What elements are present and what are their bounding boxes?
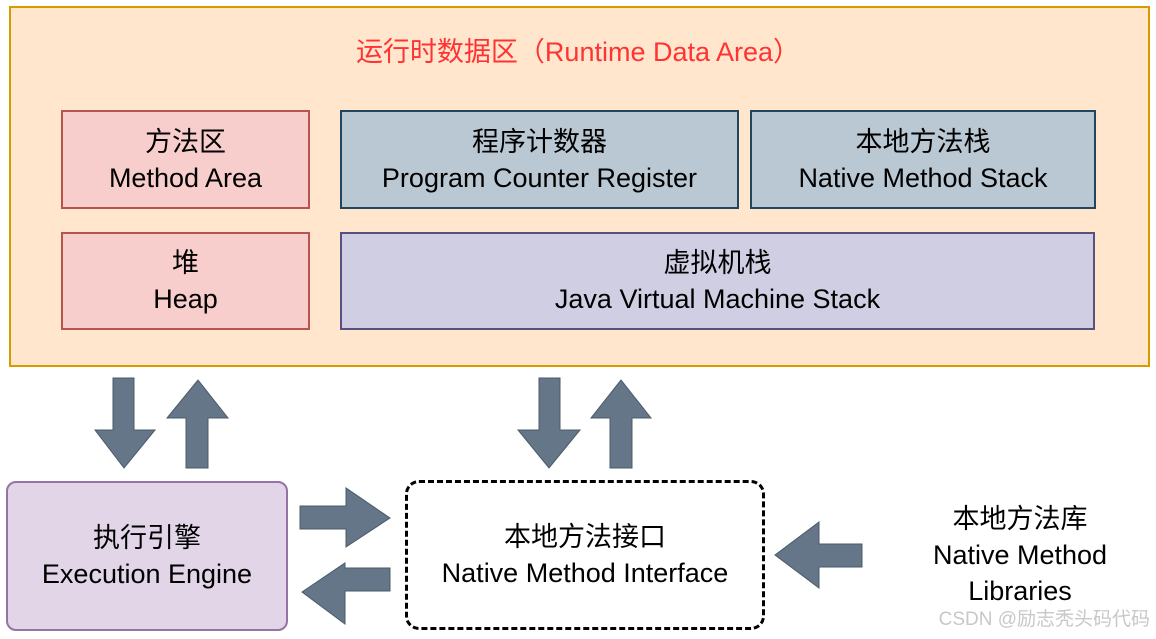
native-libraries-en2: Libraries bbox=[968, 576, 1072, 606]
arrow-up-icon bbox=[165, 379, 230, 469]
native-method-stack-en: Native Method Stack bbox=[798, 162, 1048, 193]
method-area-box: 方法区 Method Area bbox=[61, 110, 310, 209]
native-interface-cn: 本地方法接口 bbox=[504, 522, 666, 552]
native-method-libraries: 本地方法库 Native Method Libraries bbox=[900, 500, 1140, 610]
runtime-data-area-title: 运行时数据区（Runtime Data Area） bbox=[355, 37, 801, 67]
arrow-up-icon bbox=[589, 379, 653, 469]
execution-engine-box: 执行引擎 Execution Engine bbox=[6, 481, 288, 631]
native-method-stack-box: 本地方法栈 Native Method Stack bbox=[750, 110, 1096, 209]
arrow-down-icon bbox=[93, 377, 157, 469]
arrow-left-icon bbox=[301, 562, 391, 625]
jvm-stack-box: 虚拟机栈 Java Virtual Machine Stack bbox=[340, 232, 1095, 330]
native-libraries-en: Native Method bbox=[932, 540, 1108, 570]
native-interface-en: Native Method Interface bbox=[441, 558, 729, 588]
arrow-left-icon bbox=[774, 521, 863, 589]
jvm-stack-en: Java Virtual Machine Stack bbox=[554, 284, 881, 314]
heap-box: 堆 Heap bbox=[61, 232, 310, 330]
method-area-cn: 方法区 bbox=[145, 126, 226, 157]
jvm-stack-cn: 虚拟机栈 bbox=[663, 248, 772, 278]
method-area-en: Method Area bbox=[108, 162, 263, 193]
native-method-stack-cn: 本地方法栈 bbox=[855, 126, 991, 157]
program-counter-cn: 程序计数器 bbox=[472, 126, 607, 157]
native-method-interface-box: 本地方法接口 Native Method Interface bbox=[405, 480, 765, 630]
arrow-down-icon bbox=[516, 377, 582, 469]
heap-cn: 堆 bbox=[172, 248, 199, 278]
execution-engine-en: Execution Engine bbox=[41, 559, 253, 589]
program-counter-en: Program Counter Register bbox=[381, 162, 698, 193]
native-libraries-cn: 本地方法库 bbox=[952, 504, 1088, 534]
arrow-right-icon bbox=[299, 487, 391, 548]
watermark: CSDN @励志秃头码代码 bbox=[938, 609, 1150, 630]
execution-engine-cn: 执行引擎 bbox=[93, 523, 201, 553]
program-counter-box: 程序计数器 Program Counter Register bbox=[340, 110, 739, 209]
heap-en: Heap bbox=[153, 284, 218, 314]
